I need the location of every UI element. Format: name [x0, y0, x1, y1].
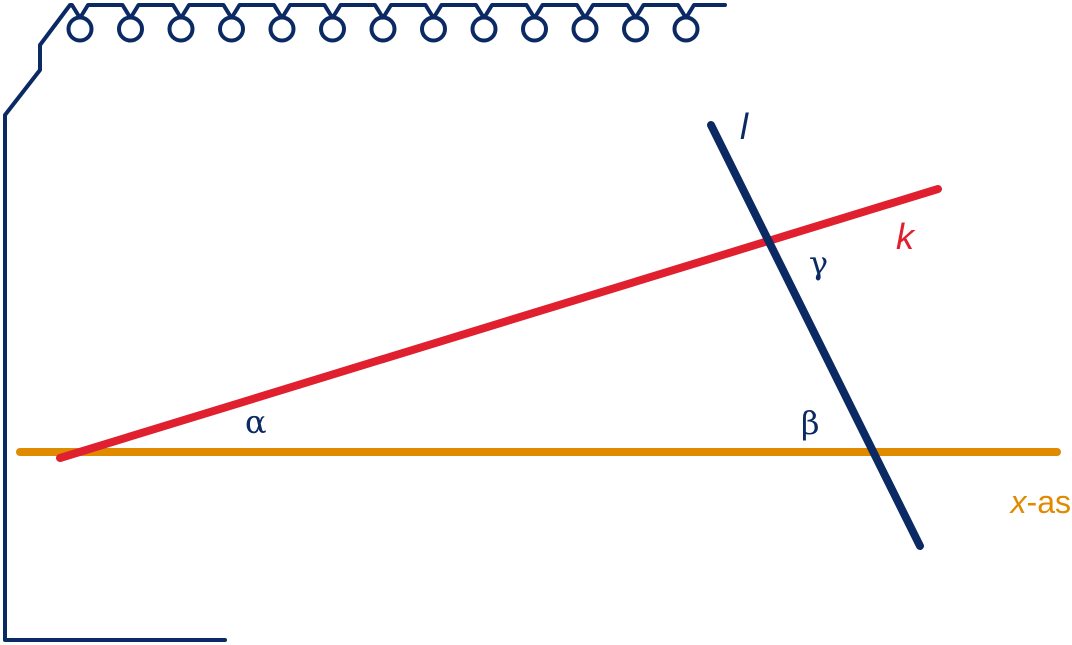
line-k-label: k	[896, 216, 916, 257]
spiral-ring	[66, 15, 94, 43]
spiral-ring	[470, 15, 498, 43]
spiral-ring	[117, 15, 144, 43]
spiral-binding-rings	[66, 15, 700, 43]
spiral-ring	[167, 15, 195, 43]
spiral-ring	[268, 15, 296, 43]
spiral-ring	[521, 15, 548, 43]
line-k	[56, 185, 942, 462]
x-axis-variable: x	[1009, 484, 1028, 520]
spiral-ring	[369, 15, 397, 43]
angle-alpha-label: α	[245, 403, 267, 441]
line-l-label: l	[740, 106, 749, 147]
spiral-ring	[218, 15, 245, 43]
spiral-ring	[622, 15, 649, 43]
spiral-binding-edge	[53, 3, 727, 27]
angle-gamma-label: γ	[809, 244, 828, 282]
notebook-page-outline	[3, 23, 227, 642]
spiral-ring	[672, 15, 700, 43]
spiral-ring	[319, 15, 346, 43]
spiral-ring	[420, 15, 447, 43]
line-l	[707, 121, 924, 550]
spiral-ring	[571, 15, 599, 43]
x-axis-suffix: -as	[1027, 484, 1071, 520]
angle-beta-label: β	[801, 404, 820, 442]
x-axis-label: x-as	[1009, 484, 1071, 520]
